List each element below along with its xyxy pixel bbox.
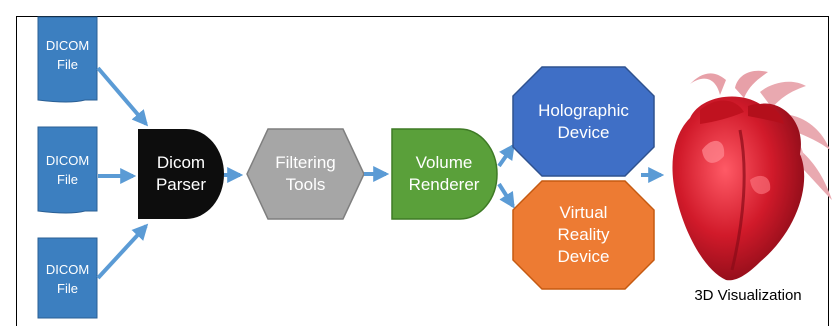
dicom-parser-label: Dicom Parser xyxy=(155,153,207,194)
arrow-renderer-to-vr xyxy=(497,182,515,209)
dicom-parser-shape xyxy=(138,129,224,219)
volume-renderer-label: Volume Renderer xyxy=(408,153,480,194)
dicom-file-2-label: DICOM File xyxy=(45,153,90,187)
visualization-caption: 3D Visualization xyxy=(694,286,802,304)
diagram-frame xyxy=(16,16,829,326)
dicom-file-3-shape xyxy=(37,237,98,319)
filtering-tools-label: Filtering Tools xyxy=(275,153,336,194)
holographic-device-label: Holographic Device xyxy=(538,101,629,142)
vr-device-shape xyxy=(512,180,655,290)
heart-3d-image xyxy=(672,70,832,281)
vr-device-label: Virtual Reality Device xyxy=(557,203,610,266)
arrow-file3-to-parser xyxy=(96,223,149,280)
dicom-file-1-label: DICOM File xyxy=(45,38,90,72)
arrow-file1-to-parser xyxy=(96,66,149,127)
dicom-file-1-shape xyxy=(37,16,98,103)
dicom-file-3-label: DICOM File xyxy=(45,262,90,296)
volume-renderer-shape xyxy=(391,128,498,220)
holographic-device-shape xyxy=(512,66,655,177)
arrow-renderer-to-holographic xyxy=(497,143,515,168)
dicom-file-2-shape xyxy=(37,126,98,214)
filtering-tools-shape xyxy=(246,128,365,220)
